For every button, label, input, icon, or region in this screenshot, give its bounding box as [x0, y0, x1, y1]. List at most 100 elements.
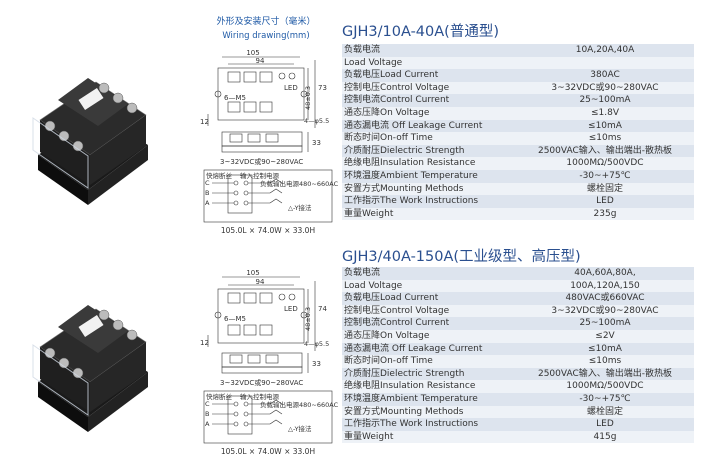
spec-value: LED [518, 418, 694, 431]
spec-label: 安置方式Mounting Methods [342, 405, 518, 419]
dim-depth-2: 33 [312, 360, 321, 368]
spec-label: 负载电流 [342, 267, 518, 280]
input-control-label-2: 输入控制电源 [240, 392, 280, 401]
dim-depth: 33 [312, 139, 321, 147]
spec-label: 控制电流Control Current [342, 317, 518, 330]
spec-value: 480VAC或660VAC [518, 292, 694, 305]
dim-left-2: 12 [200, 339, 209, 347]
input-control-label: 输入控制电源 [240, 171, 280, 180]
spec-value [518, 56, 694, 70]
spec-label: 通态漏电流 Off Leakage Current [342, 119, 518, 133]
spec-value: 3~32VDC或90~280VAC [518, 304, 694, 318]
spec-value: 235g [518, 207, 694, 221]
dim-width-inner: 94 [256, 57, 265, 65]
size-caption-2: 105.0L × 74.0W × 33.0H [221, 447, 315, 456]
spec-row: 环境温度Ambient Temperature-30~+75℃ [342, 392, 694, 406]
spec-label: 控制电压Control Voltage [342, 304, 518, 318]
dim-width-total: 105 [246, 50, 259, 57]
spec-value: 1000MΩ/500VDC [518, 380, 694, 393]
control-range-label: 3~32VDC或90~280VAC [220, 157, 303, 166]
star-delta-label: △-Y接法 [288, 203, 312, 212]
spec-label: 断态时间On-off Time [342, 355, 518, 368]
size-caption: 105.0L × 74.0W × 33.0H [221, 226, 315, 235]
dim-left: 12 [200, 118, 209, 126]
screw-label: 6—M5 [224, 94, 246, 102]
spec-label: 重量Weight [342, 430, 518, 444]
spec-value: ≤10mA [518, 119, 694, 133]
spec-row: 通态漏电流 Off Leakage Current≤10mA [342, 342, 694, 356]
spec-value: 10A,20A,40A [518, 44, 694, 57]
led-label: LED [284, 84, 298, 92]
spec-label: 绝缘电阻Insulation Resistance [342, 157, 518, 170]
dim-height-side-2: 74 [318, 305, 327, 313]
spec-value: LED [518, 195, 694, 208]
spec-value: ≤10ms [518, 355, 694, 368]
spec-label: 通态压降On Voltage [342, 329, 518, 343]
spec-label: 断态时间On-off Time [342, 132, 518, 145]
spec-row: 环境温度Ambient Temperature-30~+75℃ [342, 169, 694, 183]
spec-label: 工作指示The Work Instructions [342, 195, 518, 208]
relay-product-image [32, 78, 148, 205]
spec-label: 重量Weight [342, 207, 518, 221]
drawing-header: 外形及安装尺寸（毫米） Wiring drawing(mm) [201, 17, 331, 42]
phase-b: B [205, 189, 209, 197]
spec-value: 螺栓固定 [518, 182, 694, 196]
spec-value: ≤1.8V [518, 106, 694, 120]
spec-value: 415g [518, 430, 694, 444]
spec-value: 2500VAC输入、输出端出-散热板 [518, 144, 694, 158]
spec-value: 25~100mA [518, 94, 694, 107]
spec-row: 通态漏电流 Off Leakage Current≤10mA [342, 119, 694, 133]
dimensions-title-cn: 外形及安装尺寸（毫米） [216, 17, 316, 27]
phase-b-2: B [205, 410, 209, 418]
spec-value: 螺栓固定 [518, 405, 694, 419]
fast-fuse-label-2: 快熔断丝 [206, 392, 233, 401]
dim-height-inner: 48±0.3 [304, 86, 312, 110]
spec-row: 通态压降On Voltage≤1.8V [342, 106, 694, 120]
dimensions-title-en: Wiring drawing(mm) [222, 31, 310, 41]
fast-fuse-label: 快熔断丝 [206, 171, 233, 180]
spec-label: 控制电压Control Voltage [342, 81, 518, 95]
dim-width-total-2: 105 [246, 269, 259, 277]
spec-value: ≤2V [518, 329, 694, 343]
dim-width-inner-2: 94 [256, 278, 265, 286]
spec-label: 环境温度Ambient Temperature [342, 392, 518, 406]
model-title-2: GJH3/40A-150A(工业级型、高压型) [342, 249, 581, 265]
control-range-label-2: 3~32VDC或90~280VAC [220, 378, 303, 387]
spec-label: 安置方式Mounting Methods [342, 182, 518, 196]
spec-label: 通态压降On Voltage [342, 106, 518, 120]
spec-label: Load Voltage [342, 279, 518, 293]
spec-value: 25~100mA [518, 317, 694, 330]
spec-value: 3~32VDC或90~280VAC [518, 81, 694, 95]
led-label-2: LED [284, 305, 298, 313]
spec-value: 100A,120A,150 [518, 279, 694, 293]
spec-value: 1000MΩ/500VDC [518, 157, 694, 170]
spec-label: 环境温度Ambient Temperature [342, 169, 518, 183]
technical-drawing-1: 105 94 LED 6—M5 73 48±0.3 12 4—φ5.5 33 3… [200, 50, 339, 235]
spec-value: 40A,60A,80A, [518, 267, 694, 280]
spec-row: 断态时间On-off Time≤10ms [342, 355, 694, 368]
spec-value: -30~+75℃ [518, 392, 694, 406]
spec-label: 负载电压Load Current [342, 292, 518, 305]
spec-label: 负载电流 [342, 44, 518, 57]
phase-a: A [205, 199, 210, 207]
spec-label: 介质耐压Dielectric Strength [342, 144, 518, 158]
relay-product-image-2 [32, 305, 148, 432]
phase-c-2: C [205, 400, 210, 408]
phase-a-2: A [205, 420, 210, 428]
spec-label: Load Voltage [342, 56, 518, 70]
